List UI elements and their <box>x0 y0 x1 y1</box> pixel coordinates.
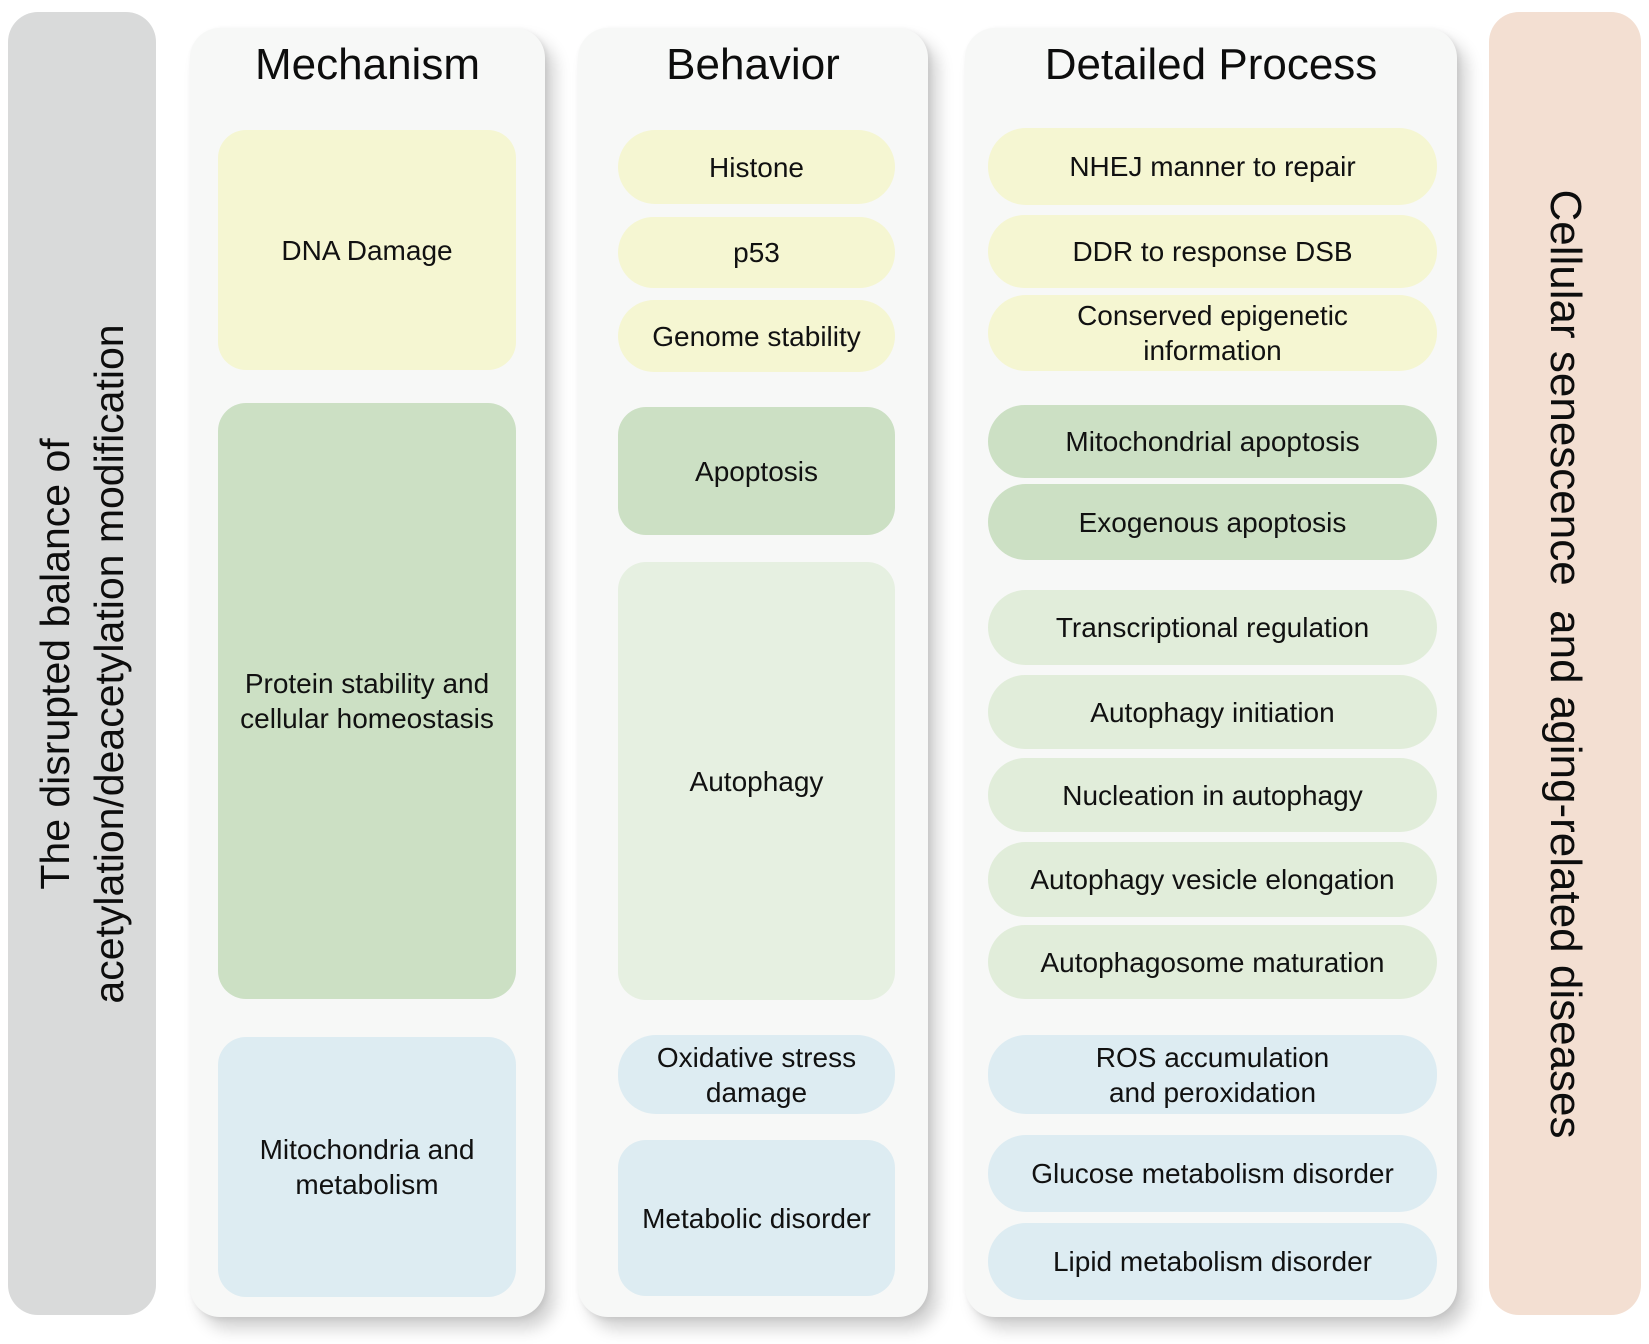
box-oxidative-stress-damage: Oxidative stress damage <box>618 1035 895 1114</box>
box-nucleation-in-autophagy: Nucleation in autophagy <box>988 758 1437 832</box>
box-dna-damage: DNA Damage <box>218 130 516 370</box>
box-transcriptional-regulation: Transcriptional regulation <box>988 590 1437 665</box>
box-mitochondria-metabolism: Mitochondria and metabolism <box>218 1037 516 1297</box>
box-metabolic-disorder: Metabolic disorder <box>618 1140 895 1296</box>
box-conserved-epigenetic-information: Conserved epigenetic information <box>988 295 1437 371</box>
box-glucose-metabolism-disorder: Glucose metabolism disorder <box>988 1135 1437 1212</box>
box-protein-stability: Protein stability and cellular homeostas… <box>218 403 516 999</box>
detailed-process-column-title: Detailed Process <box>1044 40 1378 89</box>
box-nhej-repair: NHEJ manner to repair <box>988 128 1437 205</box>
box-p53: p53 <box>618 217 895 288</box>
box-mitochondrial-apoptosis: Mitochondrial apoptosis <box>988 405 1437 478</box>
box-lipid-metabolism-disorder: Lipid metabolism disorder <box>988 1223 1437 1300</box>
mechanism-column: Mechanism DNA Damage Protein stability a… <box>190 28 545 1317</box>
mechanism-column-title: Mechanism <box>255 40 480 89</box>
right-category-label: Cellular senescence and aging-related di… <box>1541 188 1591 1139</box>
detailed-process-column: Detailed Process NHEJ manner to repair D… <box>965 28 1457 1317</box>
box-autophagosome-maturation: Autophagosome maturation <box>988 925 1437 999</box>
box-autophagy-initiation: Autophagy initiation <box>988 675 1437 749</box>
box-autophagy-vesicle-elongation: Autophagy vesicle elongation <box>988 842 1437 917</box>
box-histone: Histone <box>618 130 895 204</box>
box-ddr-response-dsb: DDR to response DSB <box>988 215 1437 288</box>
right-category-bar: Cellular senescence and aging-related di… <box>1489 12 1641 1315</box>
box-apoptosis: Apoptosis <box>618 407 895 535</box>
left-category-label: The disrupted balance of acetylation/dea… <box>31 323 132 1004</box>
behavior-column-title: Behavior <box>666 40 840 89</box>
box-exogenous-apoptosis: Exogenous apoptosis <box>988 484 1437 560</box>
box-autophagy: Autophagy <box>618 562 895 1000</box>
behavior-column: Behavior Histone p53 Genome stability Ap… <box>578 28 928 1317</box>
box-ros-accumulation-peroxidation: ROS accumulation and peroxidation <box>988 1035 1437 1114</box>
left-category-bar: The disrupted balance of acetylation/dea… <box>8 12 156 1315</box>
box-genome-stability: Genome stability <box>618 300 895 372</box>
